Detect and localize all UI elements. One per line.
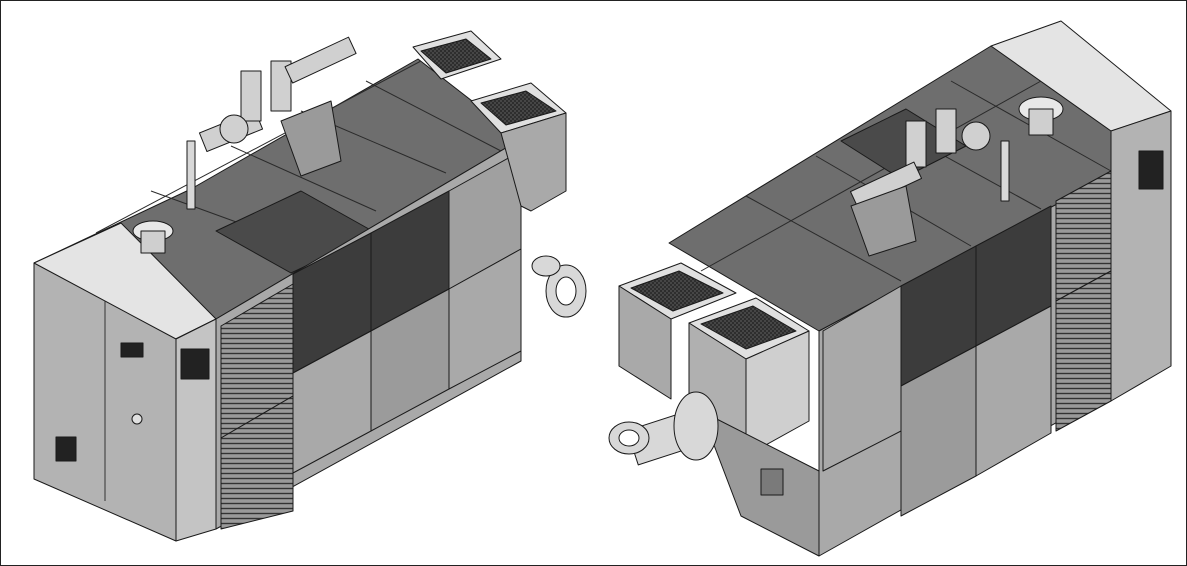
right-unit-hatch xyxy=(760,468,784,496)
right-isometric-view xyxy=(608,20,1172,557)
left-isometric-view xyxy=(33,30,587,542)
left-unit-display xyxy=(120,342,144,358)
right-unit-long-face-panels xyxy=(822,170,1112,517)
left-unit-cabinet-window xyxy=(180,348,210,380)
left-unit-ducts xyxy=(412,30,567,212)
left-unit-flange xyxy=(531,255,587,318)
left-unit-pipe xyxy=(186,140,196,210)
right-unit-valve-train xyxy=(849,108,1010,257)
right-unit-flange xyxy=(608,391,719,466)
left-unit-long-face-panels xyxy=(220,150,522,530)
left-unit-vent xyxy=(55,436,77,462)
left-unit-knob xyxy=(131,413,143,425)
right-unit-lower-body xyxy=(700,410,820,557)
left-unit-valve-train xyxy=(198,36,357,177)
right-unit-cabinet-window xyxy=(1138,150,1164,190)
